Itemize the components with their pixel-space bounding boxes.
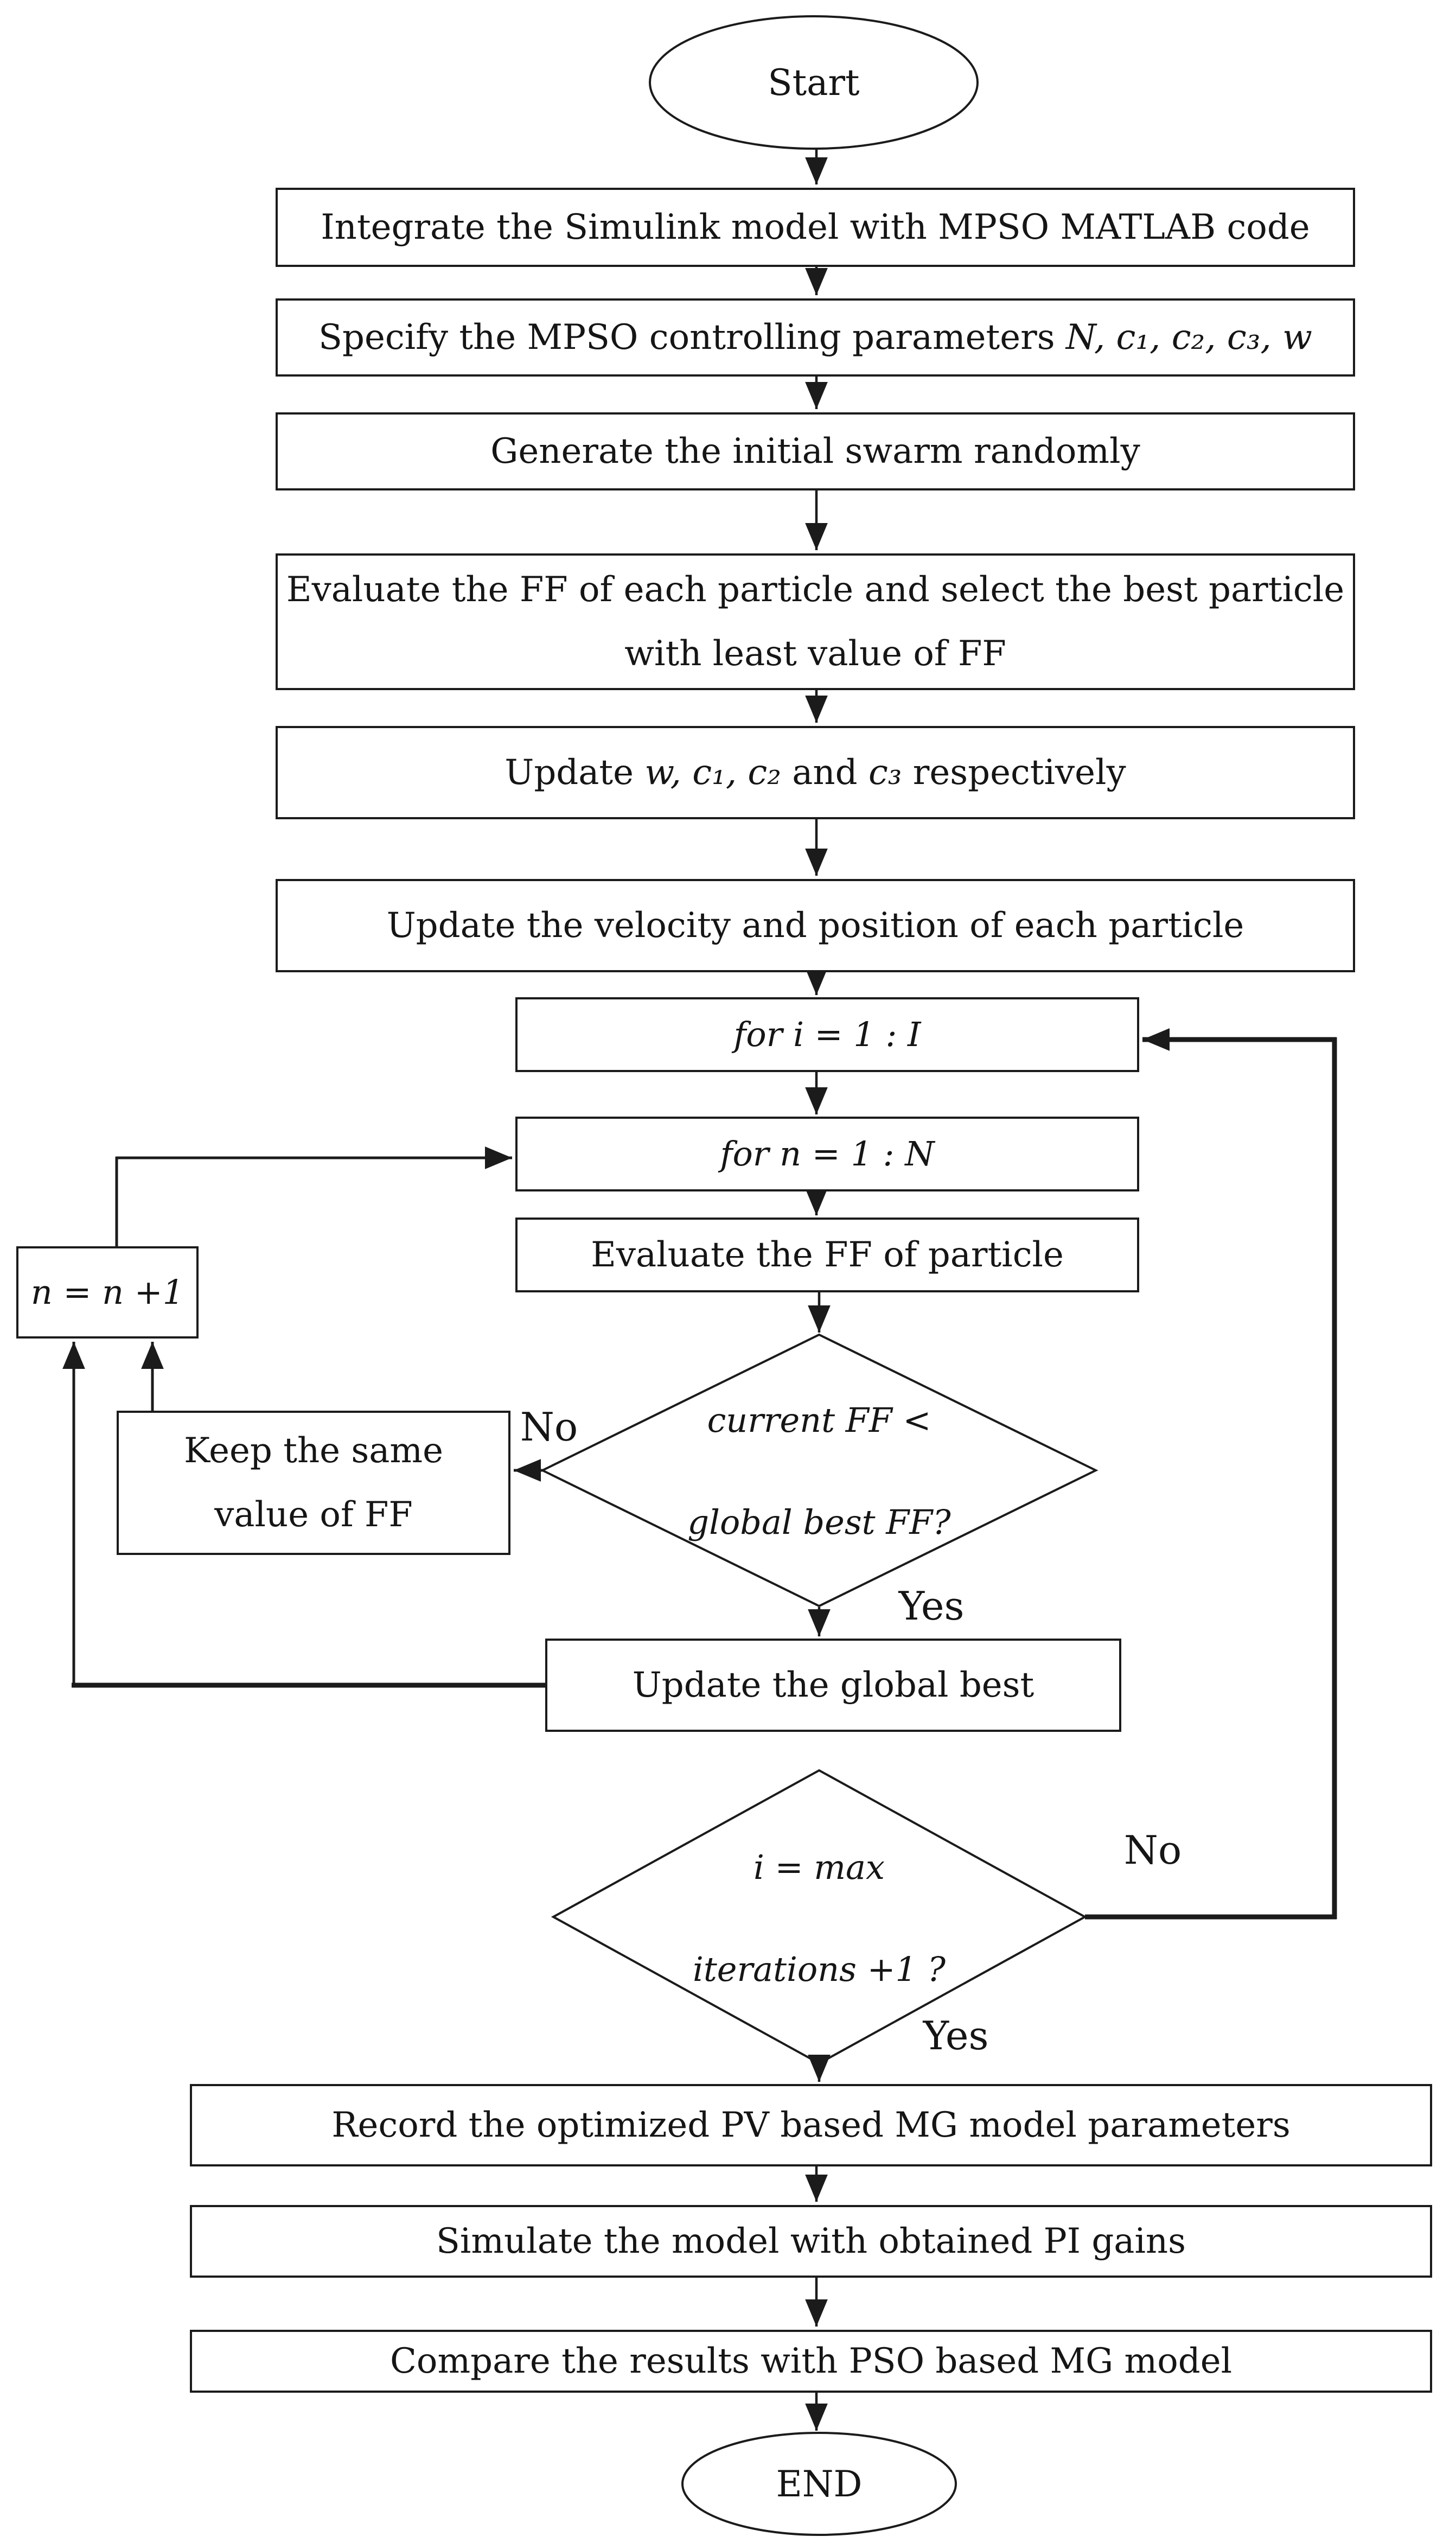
integrate-text: Integrate the Simulink model with MPSO M… [321, 207, 1310, 247]
process-box-evaluate-all: Evaluate the FF of each particle and sel… [276, 553, 1355, 690]
process-box-n-increment: n = n +1 [16, 1246, 199, 1339]
process-box-keep-same: Keep the same value of FF [117, 1411, 510, 1555]
decision-current-ff-shape [540, 1333, 1099, 1608]
update-params-text: Update w, c₁, c₂ and c₃ respectively [505, 753, 1126, 793]
process-box-update-params: Update w, c₁, c₂ and c₃ respectively [276, 726, 1355, 819]
specify-text: Specify the MPSO controlling parameters … [318, 317, 1312, 358]
update-global-text: Update the global best [632, 1665, 1034, 1705]
for-n-text: for n = 1 : N [720, 1134, 935, 1174]
process-box-update-global: Update the global best [545, 1639, 1121, 1732]
start-terminal-label: Start [768, 61, 860, 104]
process-box-simulate: Simulate the model with obtained PI gain… [190, 2205, 1432, 2278]
evaluate-all-text: Evaluate the FF of each particle and sel… [286, 570, 1345, 674]
specify-vars: N, c₁, c₂, c₃, w [1065, 317, 1312, 358]
process-box-evaluate-particle: Evaluate the FF of particle [515, 1218, 1139, 1292]
process-box-update-velocity: Update the velocity and position of each… [276, 879, 1355, 972]
process-box-record: Record the optimized PV based MG model p… [190, 2084, 1432, 2166]
n-increment-text: n = n +1 [30, 1272, 184, 1312]
process-box-specify: Specify the MPSO controlling parameters … [276, 298, 1355, 377]
decision1-yes-label: Yes [898, 1583, 965, 1629]
end-terminal-label: END [776, 2463, 863, 2505]
decision-max-iterations-label: i = max iterations +1 ? [693, 1847, 946, 1989]
decision2-yes-label: Yes [923, 2013, 989, 2058]
loop-box-for-n: for n = 1 : N [515, 1117, 1139, 1191]
compare-text: Compare the results with PSO based MG mo… [389, 2341, 1233, 2381]
decision2-no-label: No [1123, 1827, 1182, 1873]
start-terminal-shape [649, 15, 979, 150]
keep-same-text: Keep the same value of FF [184, 1431, 443, 1535]
process-box-compare: Compare the results with PSO based MG mo… [190, 2330, 1432, 2393]
loop-box-for-i: for i = 1 : I [515, 997, 1139, 1072]
generate-text: Generate the initial swarm randomly [490, 431, 1140, 471]
record-text: Record the optimized PV based MG model p… [331, 2105, 1291, 2145]
update-velocity-text: Update the velocity and position of each… [386, 906, 1244, 946]
decision1-no-label: No [520, 1404, 578, 1450]
simulate-text: Simulate the model with obtained PI gain… [436, 2221, 1186, 2261]
end-terminal-shape [681, 2432, 957, 2536]
decision-current-ff-label: current FF < global best FF? [687, 1400, 951, 1542]
evaluate-particle-text: Evaluate the FF of particle [591, 1235, 1064, 1275]
for-i-text: for i = 1 : I [733, 1015, 921, 1054]
process-box-generate: Generate the initial swarm randomly [276, 412, 1355, 490]
process-box-integrate: Integrate the Simulink model with MPSO M… [276, 188, 1355, 267]
